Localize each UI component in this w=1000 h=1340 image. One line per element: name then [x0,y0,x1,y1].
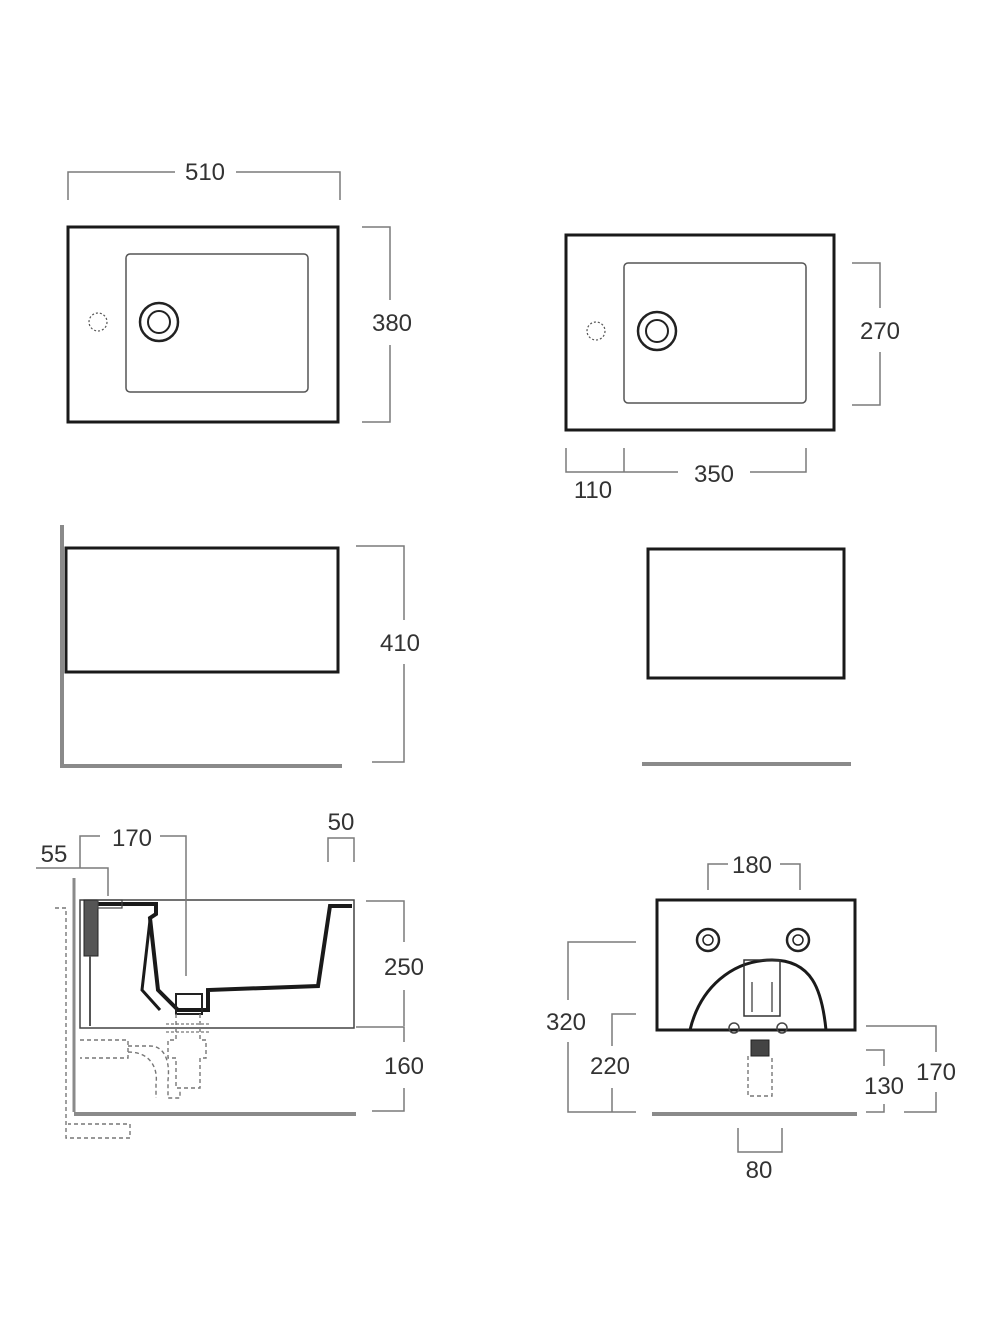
top-view-right [564,233,836,432]
front-outline [646,547,846,680]
tap-hole-icon [88,312,108,332]
drain-outer-icon [636,310,678,352]
dim-outlet-height: 130 [864,1049,904,1113]
dim-label-220: 220 [590,1053,630,1080]
drain-inner-icon [147,310,171,334]
dim-rim-width: 50 [327,809,355,862]
hidden-bracket [55,907,131,1139]
hidden-waste-pipe [747,1056,773,1097]
tap-fixing-left-inner-icon [702,934,714,946]
waste-slot [743,959,781,1017]
rear-view [652,898,857,1116]
dim-label-80: 80 [746,1157,773,1184]
front-view-right [642,547,851,766]
dim-waste-width: 80 [737,1128,783,1184]
dim-label-380: 380 [372,310,412,337]
dim-label-130: 130 [864,1073,904,1100]
front-outline [64,546,340,674]
waste-fitting [175,993,203,1015]
basin-outline [66,225,340,424]
basin-outline [564,233,836,432]
dim-basin-depth: 270 [852,262,900,406]
dim-top-depth: 380 [362,226,412,423]
dim-label-50: 50 [328,809,355,836]
bowl-outline [125,253,309,393]
dim-label-410: 410 [380,630,420,657]
tap-fixing-right-inner-icon [792,934,804,946]
tap-fixing-left-icon [695,927,721,953]
dim-tap-spacing: 180 [707,852,801,890]
dim-label-170: 170 [916,1059,956,1086]
dim-label-110: 110 [574,477,612,504]
dim-tap-offset: 110 [565,448,625,504]
tap-head [97,899,123,909]
waste-slot-inner [751,982,773,1012]
bowl-outline [623,262,807,404]
dim-label-510: 510 [185,159,225,186]
bolt-right-icon [776,1022,788,1034]
section-view [55,878,356,1139]
dim-bracket-height: 160 [356,1026,424,1112]
dim-label-250: 250 [384,954,424,981]
dim-label-270: 270 [860,318,900,345]
waste-outlet [750,1039,770,1057]
tap-hole-icon [586,321,606,341]
dim-label-160: 160 [384,1053,424,1080]
dim-basin-width: 350 [624,448,807,488]
wall-line [60,525,342,768]
dim-label-170: 170 [112,825,152,852]
dim-tap-height: 320 [546,941,636,1113]
dim-label-350: 350 [694,461,734,488]
hidden-trap-fittings [166,1023,210,1033]
bolt-left-icon [728,1022,740,1034]
top-view-left [66,225,340,424]
drain-outer-icon [138,301,180,343]
dim-label-55: 55 [41,841,68,868]
dim-waste-offset: 170 [79,825,187,976]
tap-fixing-right-icon [785,927,811,953]
rear-arch [688,958,828,1031]
drain-inner-icon [645,319,669,343]
hidden-trap [80,1014,207,1099]
section-outline [79,899,355,1029]
dim-bowl-height: 250 [366,900,424,1026]
dim-top-width: 510 [67,159,341,200]
dim-pipe-offset: 55 [36,841,109,896]
dim-label-320: 320 [546,1009,586,1036]
front-view-left [60,525,342,768]
dim-waste-height: 220 [590,1013,636,1112]
dim-label-180: 180 [732,852,772,879]
bowl-inner-line [140,919,162,1012]
dim-front-height: 410 [356,545,420,763]
dim-inlet-height: 170 [866,1025,956,1113]
tap-body [83,899,99,957]
bowl-section [96,902,352,1012]
rear-outline [655,898,857,1032]
